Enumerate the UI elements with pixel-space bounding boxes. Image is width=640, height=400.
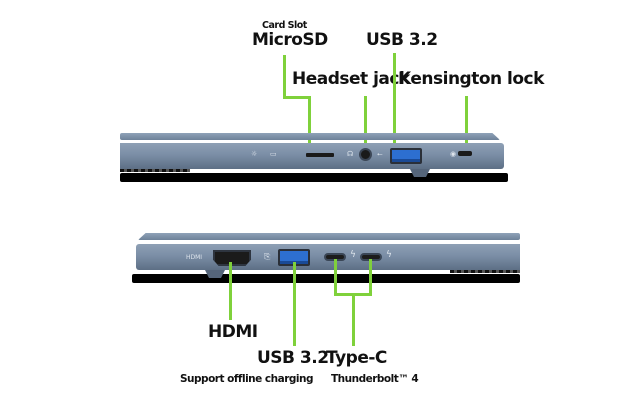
- typec-callout-stem: [352, 293, 355, 346]
- laptop-foot: [410, 169, 430, 177]
- thunderbolt-icon: ϟ: [350, 250, 356, 260]
- kensington-lock-slot[interactable]: [458, 151, 472, 156]
- kensington-lock-label: Kensington lock: [398, 69, 544, 89]
- headset-callout: [364, 96, 367, 152]
- microsd-callout-h: [283, 96, 311, 99]
- thunderbolt-icon: ϟ: [386, 250, 392, 260]
- kensington-callout: [465, 96, 468, 153]
- hdmi-marking: HDMI: [186, 254, 203, 261]
- power-led-icon: ☼: [251, 150, 258, 158]
- vent-grille: [120, 169, 190, 172]
- typec-label: Type-C: [326, 348, 387, 368]
- laptop-lid: [138, 233, 520, 240]
- microsd-callout-v2: [308, 96, 311, 155]
- laptop-lid: [120, 133, 500, 140]
- laptop-shadow: [120, 173, 508, 182]
- hdmi-callout: [229, 262, 232, 320]
- usb-charge-icon: ⎘: [264, 252, 271, 261]
- microsd-slot[interactable]: [306, 153, 334, 157]
- headset-jack[interactable]: [359, 148, 372, 161]
- headset-icon: ☊: [347, 150, 354, 158]
- usb-bottom-callout: [293, 262, 296, 346]
- laptop-shadow: [132, 274, 520, 283]
- typec-callout-right: [369, 259, 372, 295]
- card-slot-caption: Card Slot: [262, 20, 307, 31]
- typec-callout-left: [334, 259, 337, 295]
- laptop-right-side-view: ☼ ▭ ☊ ⭠ ◉: [120, 133, 508, 182]
- usb-a-port-top[interactable]: [390, 148, 422, 164]
- usb-bottom-label: USB 3.2: [257, 348, 329, 368]
- laptop-foot: [205, 270, 225, 278]
- vent-grille: [450, 270, 520, 273]
- microsd-callout-v1: [283, 55, 286, 99]
- usb-top-callout: [393, 53, 396, 150]
- battery-led-icon: ▭: [270, 150, 277, 158]
- hdmi-label: HDMI: [208, 322, 258, 342]
- microsd-label: MicroSD: [252, 30, 328, 50]
- thunderbolt-caption: Thunderbolt™ 4: [331, 373, 419, 385]
- hdmi-port[interactable]: [213, 250, 251, 266]
- usb-top-label: USB 3.2: [366, 30, 438, 50]
- headset-jack-label: Headset jack: [292, 69, 410, 89]
- lock-symbol-icon: ◉: [450, 150, 457, 158]
- usb-symbol-icon: ⭠: [377, 150, 383, 158]
- usb-charging-caption: Support offline charging: [180, 373, 314, 385]
